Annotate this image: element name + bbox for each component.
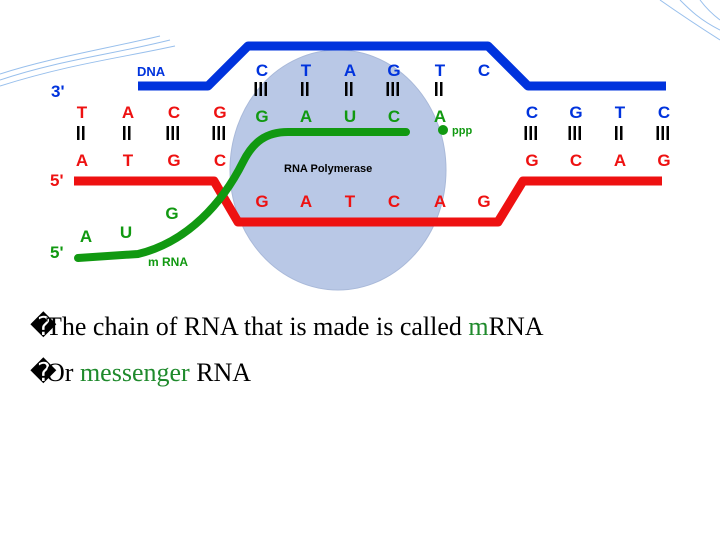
dna-template-strand [138,41,666,91]
bond-tick [254,82,257,96]
coding-open-base: G [477,192,490,211]
bond-tick [123,126,126,140]
bond-tick [350,82,353,96]
template-open-base: T [301,61,312,80]
bond-tick [166,126,169,140]
coding-left-base: C [214,151,226,170]
bullet-1: �The chain of RNA that is made is called… [30,312,544,342]
base-pair-bonds [77,82,669,140]
bond-tick [529,126,532,140]
transcription-diagram: DNA 3' 5' 5' RNA Polymerase m RNA ppp T A… [50,41,671,291]
template-open-base: C [256,61,268,80]
rna-bubble-base: A [300,107,312,126]
template-left-base: G [213,103,226,122]
bond-tick [128,126,131,140]
mrna-strand [74,128,410,262]
rna-polymerase-label: RNA Polymerase [284,163,372,175]
bond-tick [391,82,394,96]
bond-tick [176,126,179,140]
decorative-corner-lines [0,0,720,87]
coding-open-base: C [388,192,400,211]
template-open-base: G [387,61,400,80]
ppp-dot [438,125,448,135]
mrna-tail-base: G [165,204,178,223]
bond-tick [264,82,267,96]
bullet-text-accent: messenger [79,358,190,387]
mrna-label: m RNA [148,255,188,269]
ppp-label: ppp [452,125,472,137]
coding-right-base: A [614,151,626,170]
bond-tick [534,126,537,140]
coding-left-base: A [76,151,88,170]
bond-tick [578,126,581,140]
bond-tick [222,126,225,140]
bond-tick [615,126,618,140]
bullet-text-part: RNA [488,312,544,341]
coding-right-base: G [657,151,670,170]
coding-left-base: T [123,151,134,170]
bond-tick [666,126,669,140]
bond-tick [656,126,659,140]
bullet-mark: � [30,358,57,387]
bond-tick [306,82,309,96]
five-prime-top-label: 5' [50,171,64,190]
coding-open-base: A [300,192,312,211]
dna-coding-strand [74,176,662,227]
bond-tick [440,82,443,96]
bond-tick [301,82,304,96]
bond-tick [82,126,85,140]
bond-tick [620,126,623,140]
rna-bubble-base: U [344,107,356,126]
template-right-base: T [615,103,626,122]
three-prime-label: 3' [51,82,65,101]
template-open-base: C [478,61,490,80]
coding-open-base: T [345,192,356,211]
mrna-tail-base: A [80,227,92,246]
template-right-base: G [569,103,582,122]
bond-tick [345,82,348,96]
bullet-2: �Or messenger RNA [30,358,251,388]
bond-tick [661,126,664,140]
rna-bubble-base: A [434,107,446,126]
bullet-text-part: RNA [189,358,252,387]
bond-tick [568,126,571,140]
template-left-base: T [77,103,88,122]
coding-open-base: A [434,192,446,211]
template-left-base: A [122,103,134,122]
template-left-base: C [168,103,180,122]
bond-tick [212,126,215,140]
bond-tick [396,82,399,96]
bond-tick [77,126,80,140]
dna-label: DNA [137,64,166,79]
template-open-base: A [344,61,356,80]
bond-tick [573,126,576,140]
bond-tick [217,126,220,140]
template-right-base: C [526,103,538,122]
bond-tick [435,82,438,96]
rna-bubble-base: C [388,107,400,126]
bond-tick [524,126,527,140]
template-open-base: T [435,61,446,80]
coding-right-base: G [525,151,538,170]
template-right-base: C [658,103,670,122]
bond-tick [171,126,174,140]
bullet-text-part: Or [46,358,80,387]
coding-right-base: C [570,151,582,170]
base-letters: T A C G A T G C C G T C G C A G C T A G T C G A U C A G A T C A G A U G [76,61,671,246]
rna-bubble-base: G [255,107,268,126]
bond-tick [386,82,389,96]
mrna-tail-base: U [120,223,132,242]
five-prime-bottom-label: 5' [50,243,64,262]
bullet-text-accent: m [468,312,489,341]
bullet-mark: � [30,312,57,341]
coding-left-base: G [167,151,180,170]
bullet-text-part: The chain of RNA that is made is called [46,312,469,341]
bond-tick [259,82,262,96]
coding-open-base: G [255,192,268,211]
